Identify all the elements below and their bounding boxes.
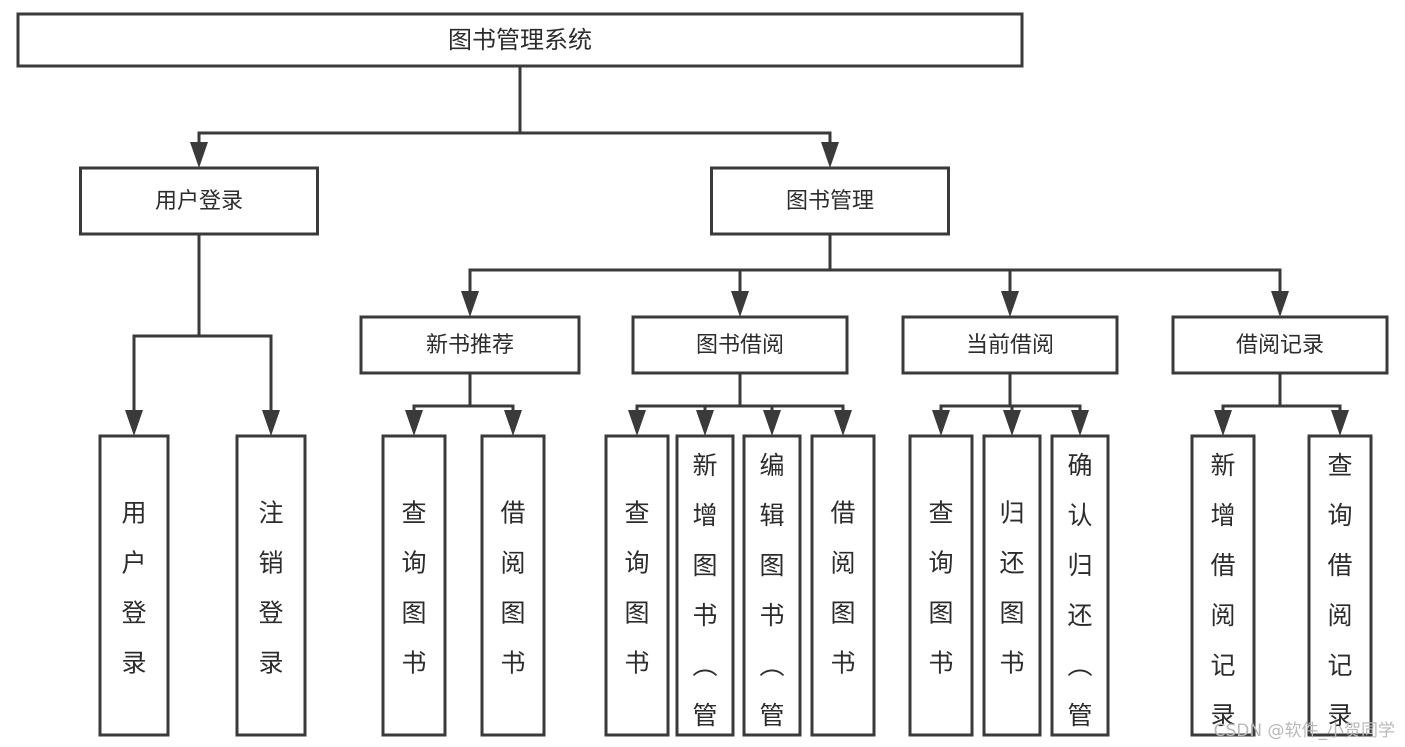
node-box xyxy=(908,434,974,737)
node-box xyxy=(480,434,546,737)
node-leaf-edit-book[interactable]: 编辑图书︵管理员︶ xyxy=(742,434,802,747)
node-box xyxy=(901,315,1119,375)
node-label: 查询图书 xyxy=(624,499,649,678)
node-label: 新增借阅记录 xyxy=(1210,451,1235,730)
node-label: 用户登录 xyxy=(155,189,243,214)
node-leaf-borrow-book-2[interactable]: 借阅图书 xyxy=(810,434,876,737)
node-box xyxy=(742,434,802,737)
node-box xyxy=(810,434,876,737)
node-box xyxy=(982,434,1042,737)
node-label: 注销登录 xyxy=(258,499,283,678)
node-label: 借阅图书 xyxy=(500,499,525,678)
node-new-book-rec[interactable]: 新书推荐 xyxy=(359,315,581,375)
node-box xyxy=(381,434,447,737)
node-layer: 图书管理系统用户登录图书管理新书推荐图书借阅当前借阅借阅记录用户登录注销登录查询… xyxy=(16,12,1389,747)
node-box xyxy=(79,166,319,236)
node-box xyxy=(675,434,735,737)
node-label: 图书管理系统 xyxy=(448,26,592,54)
node-label: 用户登录 xyxy=(121,499,146,678)
node-label: 查询借阅记录 xyxy=(1327,451,1352,730)
node-box xyxy=(1307,434,1373,737)
node-label: 借阅图书 xyxy=(830,499,855,678)
node-label: 查询图书 xyxy=(401,499,426,678)
node-box xyxy=(359,315,581,375)
node-book-manage[interactable]: 图书管理 xyxy=(710,166,950,236)
node-label: 图书管理 xyxy=(786,189,874,214)
node-label: 新增图书︵管理员︶ xyxy=(692,451,717,747)
node-label: 查询图书 xyxy=(928,499,953,678)
node-box xyxy=(710,166,950,236)
node-box xyxy=(604,434,670,737)
node-label: 确认归还︵管理员︶ xyxy=(1067,451,1092,747)
node-book-borrow[interactable]: 图书借阅 xyxy=(631,315,849,375)
node-leaf-confirm-return[interactable]: 确认归还︵管理员︶ xyxy=(1050,434,1110,747)
node-label: 新书推荐 xyxy=(426,333,514,358)
node-leaf-add-book[interactable]: 新增图书︵管理员︶ xyxy=(675,434,735,747)
node-box xyxy=(1171,315,1389,375)
node-leaf-query-record[interactable]: 查询借阅记录 xyxy=(1307,434,1373,737)
node-box xyxy=(1050,434,1110,737)
node-label: 归还图书 xyxy=(999,499,1024,678)
node-box xyxy=(98,434,170,737)
node-box xyxy=(16,12,1024,68)
node-user-login[interactable]: 用户登录 xyxy=(79,166,319,236)
connector-layer xyxy=(125,64,1349,436)
node-leaf-user-logout[interactable]: 注销登录 xyxy=(235,434,307,737)
node-leaf-query-book-1[interactable]: 查询图书 xyxy=(381,434,447,737)
node-leaf-user-login[interactable]: 用户登录 xyxy=(98,434,170,737)
node-box xyxy=(631,315,849,375)
watermark-text: CSDN @软件_小贺同学 xyxy=(1213,721,1395,741)
node-leaf-return-book[interactable]: 归还图书 xyxy=(982,434,1042,737)
node-leaf-borrow-book-1[interactable]: 借阅图书 xyxy=(480,434,546,737)
node-label: 借阅记录 xyxy=(1236,333,1324,358)
node-borrow-record[interactable]: 借阅记录 xyxy=(1171,315,1389,375)
node-leaf-query-book-3[interactable]: 查询图书 xyxy=(908,434,974,737)
node-label: 图书借阅 xyxy=(696,333,784,358)
node-label: 编辑图书︵管理员︶ xyxy=(759,451,784,747)
node-box xyxy=(1190,434,1256,737)
node-current-borrow[interactable]: 当前借阅 xyxy=(901,315,1119,375)
node-root[interactable]: 图书管理系统 xyxy=(16,12,1024,68)
node-box xyxy=(235,434,307,737)
node-leaf-add-record[interactable]: 新增借阅记录 xyxy=(1190,434,1256,737)
node-leaf-query-book-2[interactable]: 查询图书 xyxy=(604,434,670,737)
node-label: 当前借阅 xyxy=(966,333,1054,358)
